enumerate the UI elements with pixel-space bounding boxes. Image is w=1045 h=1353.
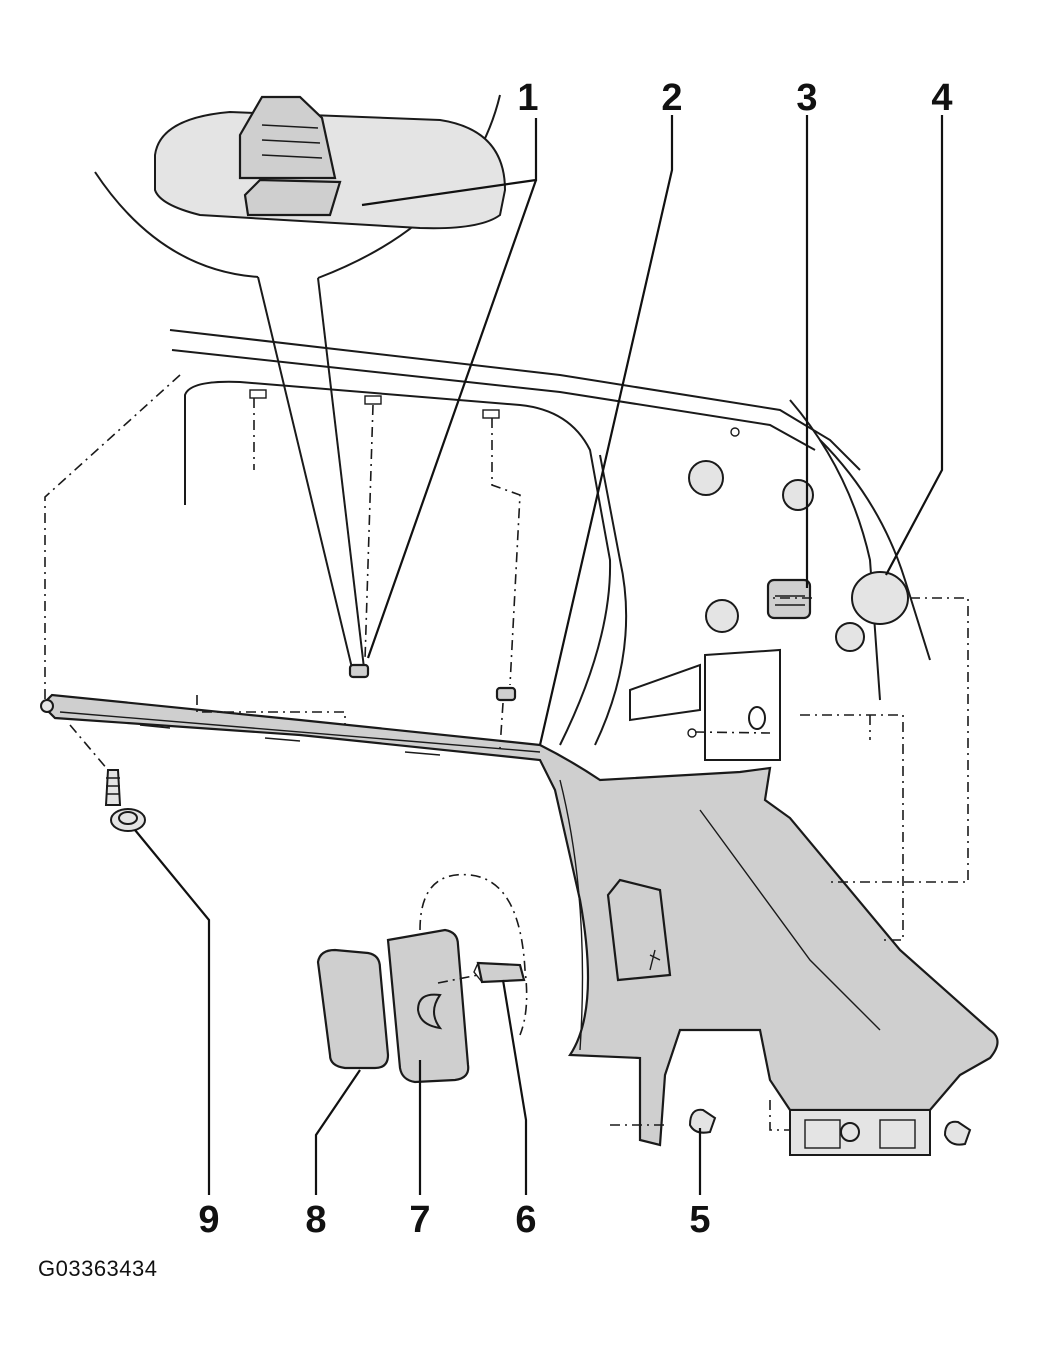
image-code: G03363434 (38, 1256, 158, 1281)
part-3-clip (766, 578, 812, 620)
detail-magnifier (94, 94, 507, 669)
panel-clips (249, 389, 517, 702)
part-5-plug (688, 1108, 972, 1146)
part-7-cover (386, 928, 470, 1084)
part-9-screw (104, 769, 146, 832)
callout-7: 7 (409, 1199, 430, 1241)
callout-2: 2 (661, 77, 682, 119)
callout-4: 4 (931, 77, 952, 119)
assembly-lines (44, 374, 969, 1131)
callout-1: 1 (517, 77, 538, 119)
callout-9: 9 (198, 1199, 219, 1241)
callout-8: 8 (305, 1199, 326, 1241)
part-8-pad (316, 948, 390, 1070)
part-4-cap (851, 571, 909, 625)
callout-6: 6 (515, 1199, 536, 1241)
leader-lines (134, 115, 944, 1195)
part-6-block (473, 961, 526, 984)
part-2-trim-panel (40, 693, 999, 1156)
detail-clip-enlarged (154, 95, 507, 230)
callout-5: 5 (689, 1199, 710, 1241)
vehicle-body (169, 329, 931, 761)
callout-labels: 1 2 3 4 5 6 7 8 9 (198, 77, 952, 1241)
callout-3: 3 (796, 77, 817, 119)
